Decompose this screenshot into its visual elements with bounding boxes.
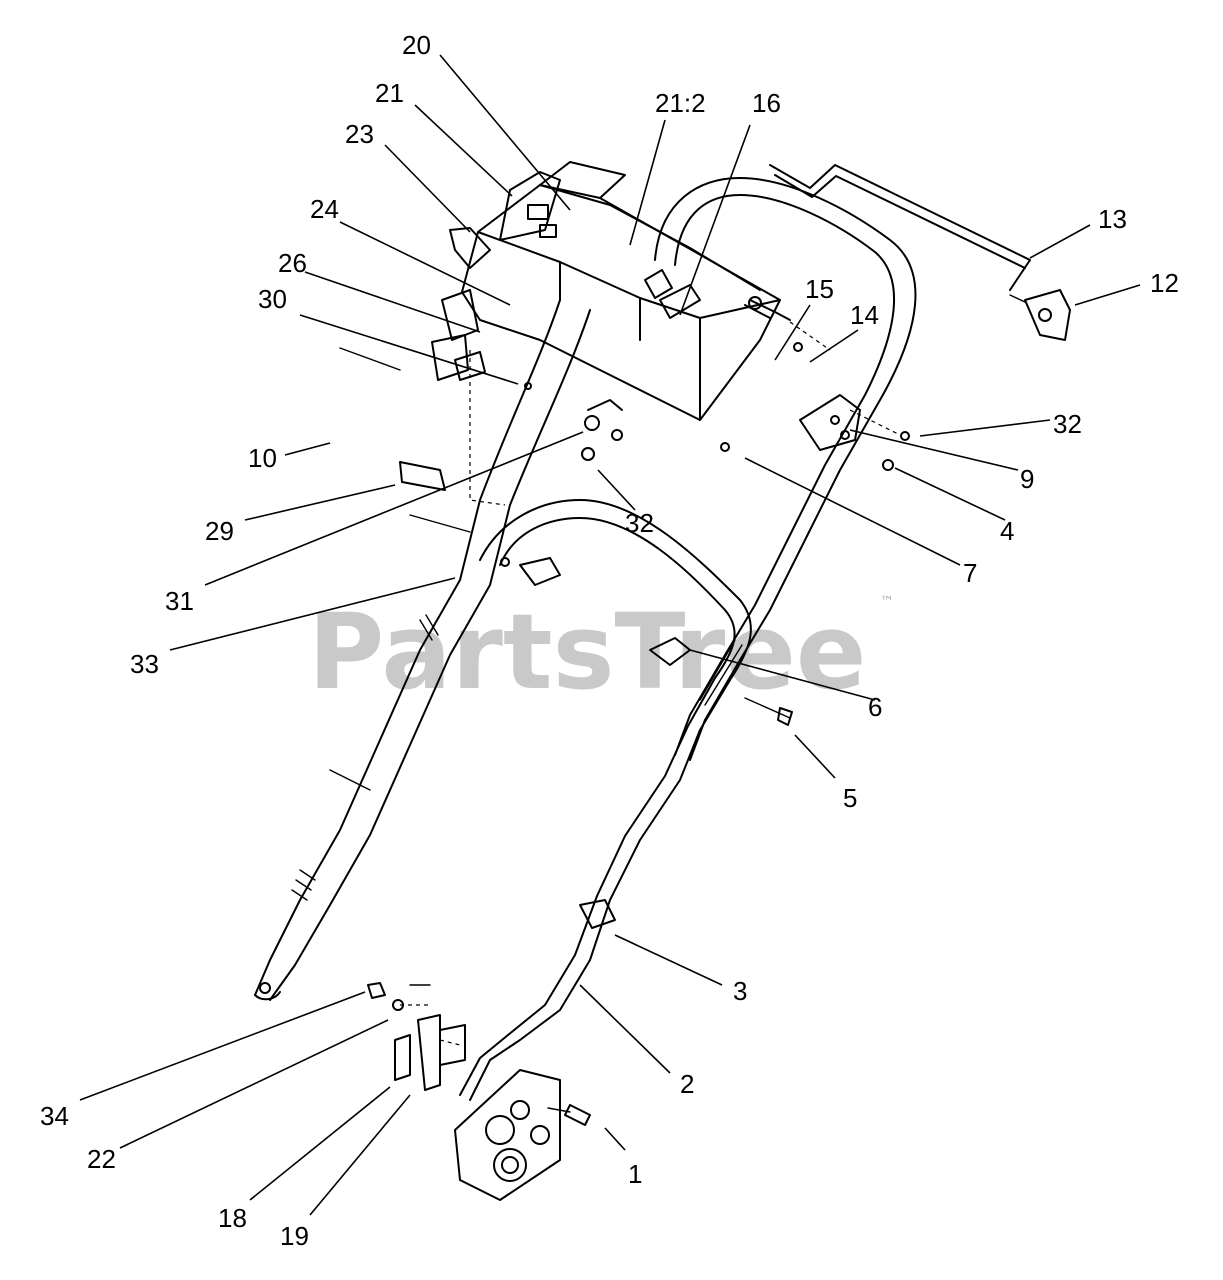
control-rod [769, 164, 1071, 341]
callout-23: 23 [345, 119, 374, 149]
callout-29: 29 [205, 516, 234, 546]
callout-21-2: 21:2 [655, 88, 706, 118]
leader-lines [79, 54, 1141, 1216]
wheel-bracket [454, 1069, 591, 1201]
callout-33: 33 [130, 649, 159, 679]
callout-32-right: 32 [1053, 409, 1082, 439]
callout-10: 10 [248, 443, 277, 473]
control-box-assembly [431, 161, 781, 506]
callout-31: 31 [165, 586, 194, 616]
callout-21: 21 [375, 78, 404, 108]
callout-30: 30 [258, 284, 287, 314]
middle-handle [459, 499, 752, 1101]
callout-32-left: 32 [625, 508, 654, 538]
callout-24: 24 [310, 194, 339, 224]
callout-2: 2 [680, 1069, 694, 1099]
callout-5: 5 [843, 783, 857, 813]
watermark-trademark: ™ [880, 594, 894, 610]
callout-6: 6 [868, 692, 882, 722]
callout-34: 34 [40, 1101, 69, 1131]
callout-22: 22 [87, 1144, 116, 1174]
callout-4: 4 [1000, 516, 1014, 546]
callout-15: 15 [805, 274, 834, 304]
callout-labels: 20 21 23 24 26 30 21:2 16 13 12 15 14 32… [40, 30, 1179, 1251]
callout-7: 7 [963, 558, 977, 588]
callout-26: 26 [278, 248, 307, 278]
upper-handle [254, 177, 917, 1001]
callout-9: 9 [1020, 464, 1034, 494]
callout-13: 13 [1098, 204, 1127, 234]
callout-16: 16 [752, 88, 781, 118]
callout-19: 19 [280, 1221, 309, 1251]
height-adjust-parts [367, 982, 466, 1091]
left-mid-parts [339, 347, 793, 726]
callout-14: 14 [850, 300, 879, 330]
callout-12: 12 [1150, 268, 1179, 298]
right-bracket-parts [720, 296, 910, 471]
watermark-text: PartsTree [308, 591, 866, 713]
callout-20: 20 [402, 30, 431, 60]
callout-18: 18 [218, 1203, 247, 1233]
callout-3: 3 [733, 976, 747, 1006]
callout-1: 1 [628, 1159, 642, 1189]
